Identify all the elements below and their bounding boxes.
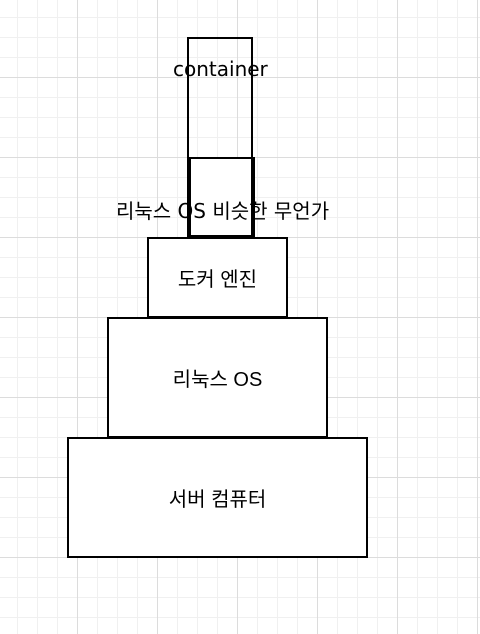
server-computer-label: 서버 컴퓨터 xyxy=(168,489,267,511)
linux-like-box xyxy=(189,157,255,238)
linux-os-label: 리눅스 OS xyxy=(172,369,263,391)
container-box xyxy=(187,37,253,237)
server-computer-box: 서버 컴퓨터 xyxy=(67,437,368,558)
docker-engine-box: 도커 엔진 xyxy=(147,237,288,318)
linux-os-box: 리눅스 OS xyxy=(107,317,328,438)
container-label: container xyxy=(173,57,268,81)
linux-like-label: 리눅스 OS 비슷한 무언가 xyxy=(116,199,330,223)
docker-engine-label: 도커 엔진 xyxy=(177,269,258,291)
